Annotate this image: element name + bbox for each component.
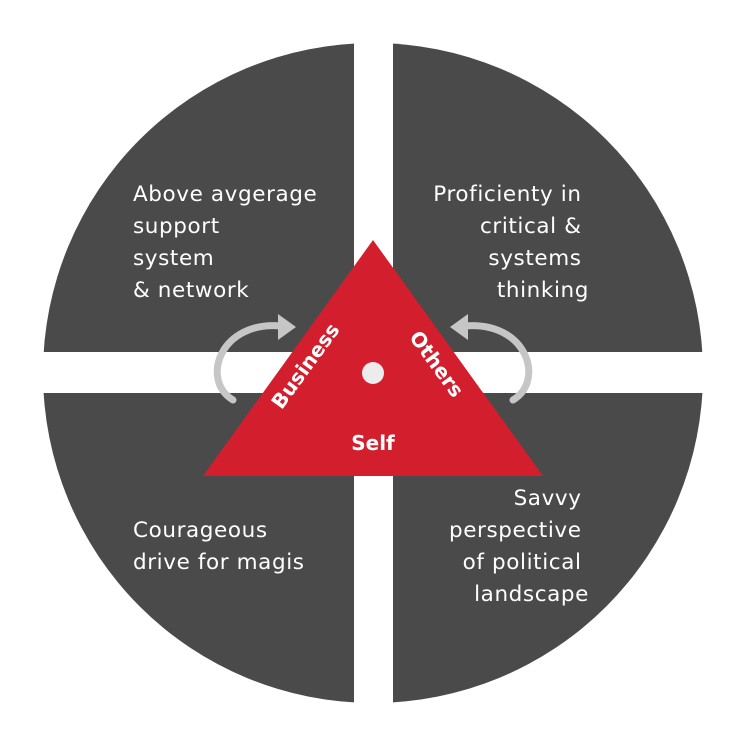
center-dot bbox=[362, 362, 384, 384]
quadrant-bottom-left-text: Courageous drive for magis bbox=[133, 518, 305, 575]
quadrant-top-left-text: Above avgerage support system & network bbox=[133, 182, 325, 303]
center-triangle bbox=[203, 240, 543, 476]
quadrant-top-right-text: Proficienty in critical & systems thinki… bbox=[433, 182, 589, 303]
triangle-label-self: Self bbox=[351, 431, 395, 455]
curved-arrow-icon bbox=[450, 314, 533, 404]
quadrant-bottom-right-text: Savvy perspective of political landscape bbox=[449, 486, 589, 607]
curved-arrow-icon bbox=[213, 314, 296, 404]
